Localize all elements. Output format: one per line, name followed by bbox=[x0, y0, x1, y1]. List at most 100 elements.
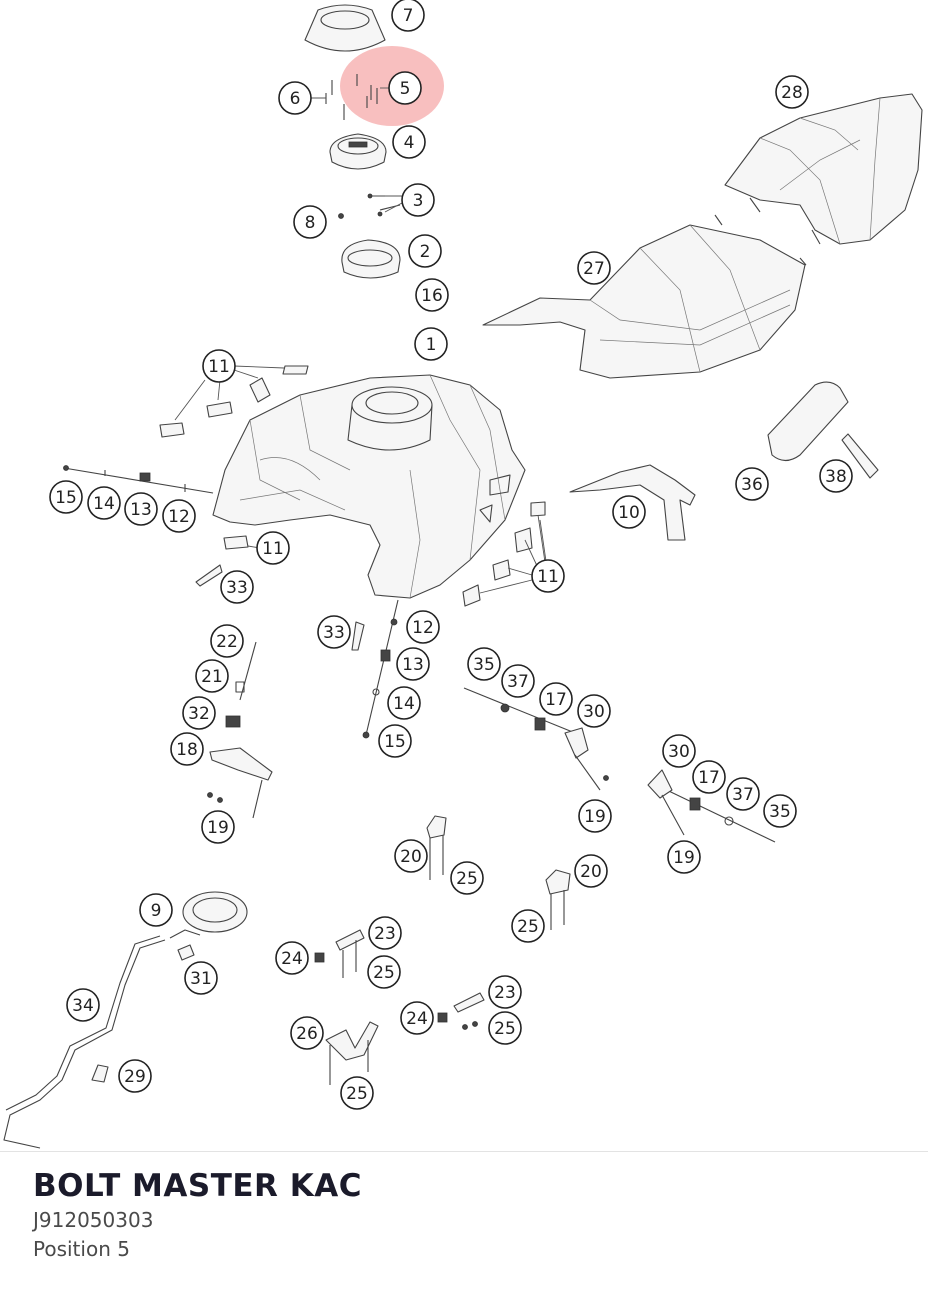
part-9-ring[interactable] bbox=[182, 891, 248, 933]
callout-25[interactable]: 25 bbox=[367, 955, 401, 989]
callout-label: 32 bbox=[188, 704, 210, 724]
callout-29[interactable]: 29 bbox=[118, 1059, 152, 1093]
part-number[interactable]: J912050303 bbox=[33, 1208, 154, 1232]
callout-35[interactable]: 35 bbox=[467, 647, 501, 681]
callout-11[interactable]: 11 bbox=[531, 559, 565, 593]
callout-17[interactable]: 17 bbox=[692, 760, 726, 794]
callout-5[interactable]: 5 bbox=[388, 71, 422, 105]
part-30-right-mount-a[interactable] bbox=[463, 687, 609, 791]
callout-37[interactable]: 37 bbox=[501, 664, 535, 698]
callout-12[interactable]: 12 bbox=[162, 499, 196, 533]
callout-label: 19 bbox=[584, 807, 606, 827]
part-4-fuel-cap[interactable] bbox=[329, 133, 387, 170]
callout-30[interactable]: 30 bbox=[662, 734, 696, 768]
callout-6[interactable]: 6 bbox=[278, 81, 312, 115]
callout-13[interactable]: 13 bbox=[124, 492, 158, 526]
callout-15[interactable]: 15 bbox=[49, 480, 83, 514]
part-8-screw[interactable] bbox=[338, 213, 344, 219]
part-10-bracket[interactable] bbox=[569, 464, 696, 541]
callout-26[interactable]: 26 bbox=[290, 1016, 324, 1050]
part-36-pad[interactable] bbox=[767, 381, 849, 462]
part-28-passenger-seat[interactable] bbox=[724, 93, 923, 245]
callout-25[interactable]: 25 bbox=[450, 861, 484, 895]
callout-circle bbox=[388, 71, 422, 105]
part-12-15-left-fitting[interactable] bbox=[63, 465, 214, 494]
part-20-brackets[interactable] bbox=[426, 815, 571, 930]
part-5-bolts[interactable] bbox=[356, 74, 378, 108]
callout-35[interactable]: 35 bbox=[763, 794, 797, 828]
part-2-flange[interactable] bbox=[341, 239, 401, 279]
callout-19[interactable]: 19 bbox=[667, 840, 701, 874]
part-33-wedges[interactable] bbox=[195, 564, 365, 651]
callout-21[interactable]: 21 bbox=[195, 659, 229, 693]
callout-27[interactable]: 27 bbox=[577, 251, 611, 285]
callout-23[interactable]: 23 bbox=[488, 975, 522, 1009]
part-26-bracket[interactable] bbox=[325, 1021, 379, 1085]
callout-37[interactable]: 37 bbox=[726, 777, 760, 811]
part-6-bolts[interactable] bbox=[313, 80, 345, 120]
part-38-clip[interactable] bbox=[841, 433, 879, 479]
callout-36[interactable]: 36 bbox=[735, 467, 769, 501]
callout-11[interactable]: 11 bbox=[202, 349, 236, 383]
part-30-right-mount-b[interactable] bbox=[647, 769, 776, 843]
callout-32[interactable]: 32 bbox=[182, 696, 216, 730]
callout-14[interactable]: 14 bbox=[387, 686, 421, 720]
callout-28[interactable]: 28 bbox=[775, 75, 809, 109]
callout-22[interactable]: 22 bbox=[210, 624, 244, 658]
callout-3[interactable]: 3 bbox=[401, 183, 435, 217]
callout-25[interactable]: 25 bbox=[340, 1076, 374, 1110]
callout-label: 10 bbox=[618, 503, 640, 523]
part-11-decals[interactable] bbox=[159, 365, 546, 607]
callout-23[interactable]: 23 bbox=[368, 916, 402, 950]
callout-1[interactable]: 1 bbox=[414, 327, 448, 361]
part-29-clip[interactable] bbox=[91, 1064, 109, 1083]
part-23-24-brackets[interactable] bbox=[314, 929, 485, 1030]
part-34-hose[interactable] bbox=[3, 935, 166, 1149]
callout-circle bbox=[162, 499, 196, 533]
callout-30[interactable]: 30 bbox=[577, 694, 611, 728]
callout-20[interactable]: 20 bbox=[394, 839, 428, 873]
callout-25[interactable]: 25 bbox=[511, 909, 545, 943]
callout-circle bbox=[49, 480, 83, 514]
callout-label: 15 bbox=[55, 488, 77, 508]
callout-24[interactable]: 24 bbox=[275, 941, 309, 975]
callout-circle bbox=[202, 349, 236, 383]
callout-16[interactable]: 16 bbox=[415, 278, 449, 312]
callout-33[interactable]: 33 bbox=[317, 615, 351, 649]
callout-24[interactable]: 24 bbox=[400, 1001, 434, 1035]
callout-circle bbox=[293, 205, 327, 239]
callout-11[interactable]: 11 bbox=[256, 531, 290, 565]
callout-14[interactable]: 14 bbox=[87, 486, 121, 520]
callout-label: 1 bbox=[426, 335, 437, 355]
part-31-clip[interactable] bbox=[169, 929, 201, 961]
exploded-parts-diagram: 7564382161282711151413121133103638113312… bbox=[3, 0, 923, 1149]
part-27-rider-seat[interactable] bbox=[482, 214, 807, 379]
callout-17[interactable]: 17 bbox=[539, 682, 573, 716]
callout-31[interactable]: 31 bbox=[184, 961, 218, 995]
part-1-fuel-tank[interactable] bbox=[212, 374, 526, 599]
part-3-screws[interactable] bbox=[367, 193, 401, 217]
part-18-left-mount[interactable] bbox=[207, 641, 273, 819]
callout-13[interactable]: 13 bbox=[396, 647, 430, 681]
callout-15[interactable]: 15 bbox=[378, 724, 412, 758]
callout-4[interactable]: 4 bbox=[392, 125, 426, 159]
part-7-cap-cover[interactable] bbox=[304, 4, 386, 52]
callout-2[interactable]: 2 bbox=[408, 234, 442, 268]
callout-34[interactable]: 34 bbox=[66, 988, 100, 1022]
callout-label: 24 bbox=[406, 1009, 428, 1029]
callout-12[interactable]: 12 bbox=[406, 610, 440, 644]
callout-7[interactable]: 7 bbox=[391, 0, 425, 32]
callout-19[interactable]: 19 bbox=[578, 799, 612, 833]
callout-33[interactable]: 33 bbox=[220, 570, 254, 604]
callout-8[interactable]: 8 bbox=[293, 205, 327, 239]
callout-label: 11 bbox=[262, 539, 284, 559]
part-12-15-center-fitting[interactable] bbox=[362, 599, 399, 739]
callout-10[interactable]: 10 bbox=[612, 495, 646, 529]
callout-19[interactable]: 19 bbox=[201, 810, 235, 844]
callout-label: 21 bbox=[201, 667, 223, 687]
callout-18[interactable]: 18 bbox=[170, 732, 204, 766]
callout-9[interactable]: 9 bbox=[139, 893, 173, 927]
callout-20[interactable]: 20 bbox=[574, 854, 608, 888]
callout-25[interactable]: 25 bbox=[488, 1011, 522, 1045]
callout-38[interactable]: 38 bbox=[819, 459, 853, 493]
